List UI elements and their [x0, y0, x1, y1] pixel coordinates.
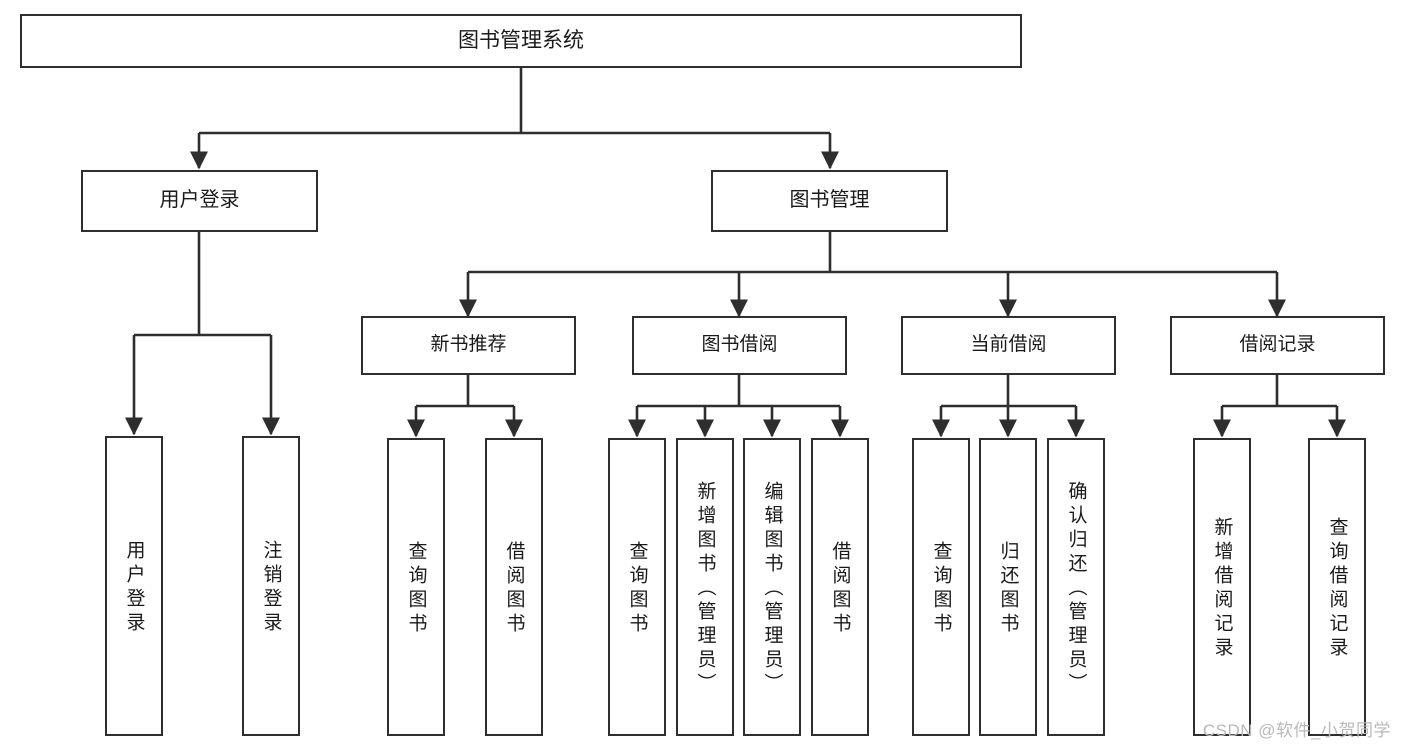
- leaf-add-book[interactable]: 新增图书（管理员）: [676, 438, 734, 736]
- leaf-user-login-label: 用户登录: [123, 540, 145, 636]
- leaf-add-record[interactable]: 新增借阅记录: [1193, 438, 1251, 736]
- leaf-confirm-return[interactable]: 确认归还（管理员）: [1047, 438, 1105, 736]
- leaf-query-record-label: 查询借阅记录: [1326, 517, 1348, 661]
- leaf-borrow-book-1-label: 借阅图书: [503, 541, 525, 637]
- leaf-borrow-book-2-label: 借阅图书: [829, 541, 851, 637]
- node-book-borrow-label: 图书借阅: [701, 334, 778, 356]
- node-root[interactable]: 图书管理系统: [20, 14, 1022, 68]
- leaf-query-book-3-label: 查询图书: [930, 541, 952, 637]
- node-user-login-label: 用户登录: [159, 189, 240, 212]
- leaf-add-book-label: 新增图书（管理员）: [694, 481, 716, 697]
- leaf-return-book[interactable]: 归还图书: [979, 438, 1037, 736]
- node-book-management[interactable]: 图书管理: [711, 170, 948, 232]
- node-book-borrow[interactable]: 图书借阅: [632, 316, 847, 375]
- node-new-book-recommend-label: 新书推荐: [430, 334, 507, 356]
- leaf-edit-book[interactable]: 编辑图书（管理员）: [743, 438, 801, 736]
- leaf-query-record[interactable]: 查询借阅记录: [1308, 438, 1366, 736]
- leaf-query-book-2[interactable]: 查询图书: [608, 438, 666, 736]
- node-borrow-record-label: 借阅记录: [1239, 334, 1316, 356]
- leaf-logout[interactable]: 注销登录: [242, 436, 300, 736]
- node-user-login[interactable]: 用户登录: [81, 170, 318, 232]
- leaf-query-book-1[interactable]: 查询图书: [387, 438, 445, 736]
- leaf-logout-label: 注销登录: [260, 540, 282, 636]
- leaf-edit-book-label: 编辑图书（管理员）: [761, 481, 783, 697]
- node-current-borrow[interactable]: 当前借阅: [901, 316, 1116, 375]
- leaf-borrow-book-1[interactable]: 借阅图书: [485, 438, 543, 736]
- leaf-borrow-book-2[interactable]: 借阅图书: [811, 438, 869, 736]
- leaf-add-record-label: 新增借阅记录: [1211, 517, 1233, 661]
- node-current-borrow-label: 当前借阅: [970, 334, 1047, 356]
- node-root-label: 图书管理系统: [458, 28, 584, 52]
- leaf-query-book-3[interactable]: 查询图书: [912, 438, 970, 736]
- leaf-user-login[interactable]: 用户登录: [105, 436, 163, 736]
- leaf-return-book-label: 归还图书: [997, 541, 1019, 637]
- leaf-confirm-return-label: 确认归还（管理员）: [1065, 481, 1087, 697]
- node-book-management-label: 图书管理: [789, 189, 870, 212]
- node-borrow-record[interactable]: 借阅记录: [1170, 316, 1385, 375]
- node-new-book-recommend[interactable]: 新书推荐: [361, 316, 576, 375]
- leaf-query-book-2-label: 查询图书: [626, 541, 648, 637]
- leaf-query-book-1-label: 查询图书: [405, 541, 427, 637]
